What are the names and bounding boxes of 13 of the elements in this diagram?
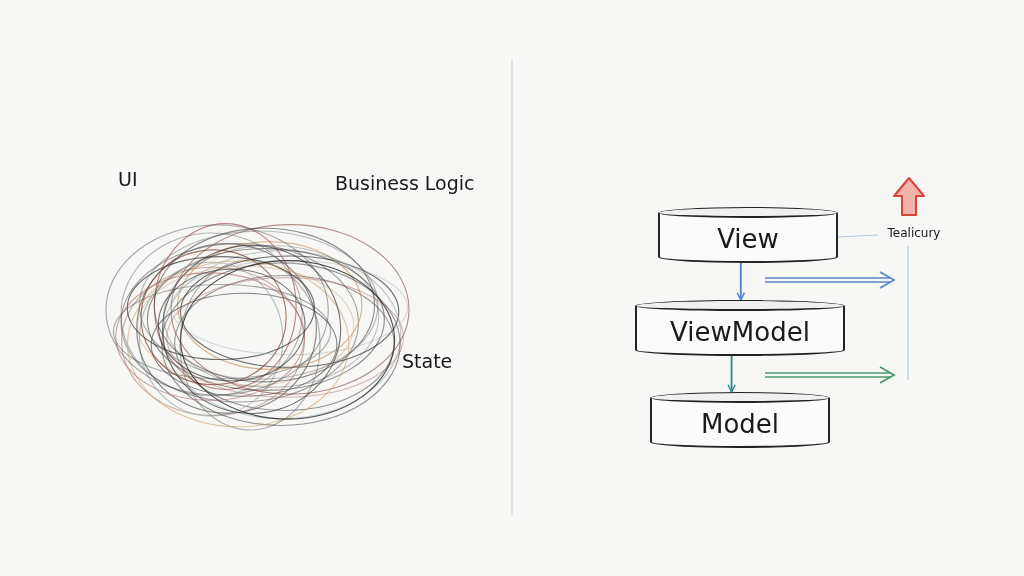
node-label: View [717,224,779,254]
text-label: State [402,350,453,372]
cylinder-node [650,392,830,448]
text-label: UI [118,168,138,190]
text-label: Business Logic [335,172,475,194]
connector-line [837,234,879,238]
node-label: Model [700,409,780,439]
node-label: ViewModel [670,317,810,347]
arrow [736,262,746,301]
node-label: Tealicury [887,226,941,240]
arrow [727,355,736,393]
cylinder-node [635,300,845,356]
cylinder-node [658,207,838,263]
